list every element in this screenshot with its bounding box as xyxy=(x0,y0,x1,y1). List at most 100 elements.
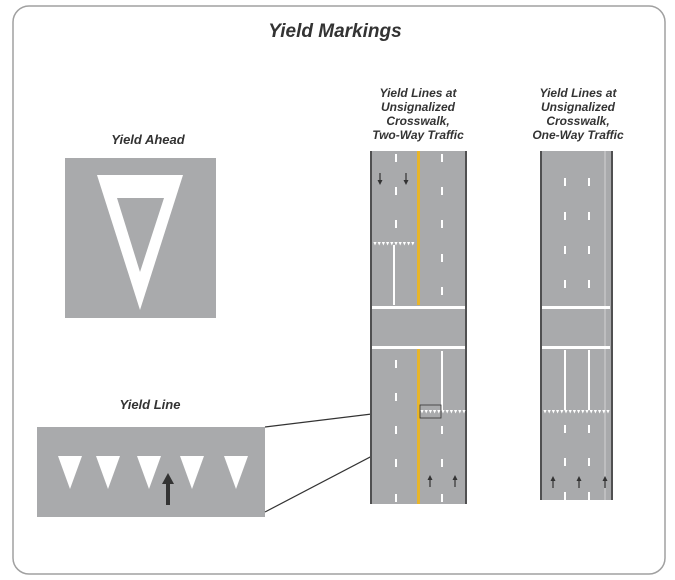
yield-triangle xyxy=(96,456,120,489)
lane-dash xyxy=(395,426,397,434)
yield-triangle xyxy=(224,456,248,489)
yield-tooth xyxy=(581,410,585,414)
yield-line-detail xyxy=(37,427,265,517)
diagram-title: Yield Markings xyxy=(268,21,401,42)
yield-tooth xyxy=(462,410,466,414)
lane-dash xyxy=(588,178,590,186)
yield-tooth xyxy=(386,242,390,246)
lane-dash xyxy=(441,154,443,162)
yield-tooth xyxy=(606,410,610,414)
yield-tooth xyxy=(598,410,602,414)
yield-tooth xyxy=(572,410,576,414)
lane-dash xyxy=(588,458,590,466)
lane-dash xyxy=(564,212,566,220)
crosswalk-line xyxy=(542,346,610,349)
yield-tooth xyxy=(407,242,411,246)
yield-triangle xyxy=(58,456,82,489)
yield-ahead-symbol xyxy=(65,158,216,318)
svg-text:Two-Way Traffic: Two-Way Traffic xyxy=(372,128,464,142)
yield-tooth xyxy=(411,242,415,246)
yield-tooth xyxy=(449,410,453,414)
center-line xyxy=(417,151,420,305)
yield-triangle xyxy=(180,456,204,489)
yield-tooth xyxy=(377,242,381,246)
lane-dash xyxy=(441,254,443,262)
yield-tooth xyxy=(390,242,394,246)
yield-tooth xyxy=(402,242,406,246)
yield-line-label: Yield Line xyxy=(120,397,181,412)
two-way-label: Yield Lines at Unsignalized Crosswalk, T… xyxy=(372,86,464,142)
yield-tooth xyxy=(458,410,462,414)
lane-dash xyxy=(441,494,443,502)
yield-tooth xyxy=(420,410,424,414)
lane-dash xyxy=(588,425,590,433)
down-arrow-icon xyxy=(403,180,409,185)
lane-dash xyxy=(564,178,566,186)
up-arrow-icon xyxy=(550,476,556,481)
up-arrow-icon xyxy=(602,476,608,481)
lane-dash xyxy=(441,220,443,228)
lane-dash xyxy=(395,360,397,368)
yield-tooth xyxy=(433,410,437,414)
lane-dash xyxy=(441,459,443,467)
lane-dash xyxy=(564,458,566,466)
lane-dash xyxy=(441,287,443,295)
lane-dash xyxy=(395,220,397,228)
lane-dash xyxy=(588,280,590,288)
yield-tooth xyxy=(556,410,560,414)
lane-dash xyxy=(395,393,397,401)
yield-tooth xyxy=(441,410,445,414)
svg-text:Crosswalk,: Crosswalk, xyxy=(386,114,449,128)
lane-dash xyxy=(588,212,590,220)
yield-tooth xyxy=(547,410,551,414)
yield-tooth xyxy=(577,410,581,414)
callout-box xyxy=(419,404,442,419)
lane-dash xyxy=(564,246,566,254)
crosswalk-line xyxy=(372,306,465,309)
yield-tooth xyxy=(454,410,458,414)
svg-text:Unsignalized: Unsignalized xyxy=(381,100,456,114)
yield-tooth xyxy=(593,410,597,414)
lane-dash xyxy=(588,246,590,254)
svg-text:One-Way Traffic: One-Way Traffic xyxy=(532,128,624,142)
yield-tooth xyxy=(568,410,572,414)
up-arrow-icon xyxy=(452,475,458,480)
yield-tooth xyxy=(589,410,593,414)
crosswalk-line xyxy=(542,306,610,309)
lane-dash xyxy=(564,492,566,500)
yield-tooth xyxy=(543,410,547,414)
yield-tooth xyxy=(424,410,428,414)
lane-dash xyxy=(564,280,566,288)
yield-tooth xyxy=(381,242,385,246)
svg-text:Yield Lines at: Yield Lines at xyxy=(540,86,618,100)
yield-tooth xyxy=(428,410,432,414)
svg-text:Unsignalized: Unsignalized xyxy=(541,100,616,114)
up-arrow-icon xyxy=(576,476,582,481)
lane-dash xyxy=(441,426,443,434)
lane-dash xyxy=(395,494,397,502)
two-way-road xyxy=(370,151,467,504)
yield-tooth xyxy=(394,242,398,246)
yield-tooth xyxy=(551,410,555,414)
one-way-label: Yield Lines at Unsignalized Crosswalk, O… xyxy=(532,86,624,142)
yield-tooth xyxy=(445,410,449,414)
one-way-road xyxy=(540,151,613,500)
up-arrow-icon xyxy=(162,473,174,505)
lane-dash xyxy=(395,459,397,467)
lane-dash xyxy=(395,187,397,195)
yield-tooth xyxy=(564,410,568,414)
up-arrow-icon xyxy=(427,475,433,480)
yield-triangle xyxy=(137,456,161,489)
lane-dash xyxy=(395,154,397,162)
yield-tooth xyxy=(437,410,441,414)
crosswalk-line xyxy=(372,346,465,349)
lane-dash xyxy=(564,425,566,433)
lane-dash xyxy=(441,187,443,195)
yield-tooth xyxy=(585,410,589,414)
svg-text:Yield Lines at: Yield Lines at xyxy=(380,86,458,100)
down-arrow-icon xyxy=(377,180,383,185)
yield-tooth xyxy=(602,410,606,414)
yield-tooth xyxy=(560,410,564,414)
svg-text:Crosswalk,: Crosswalk, xyxy=(546,114,609,128)
